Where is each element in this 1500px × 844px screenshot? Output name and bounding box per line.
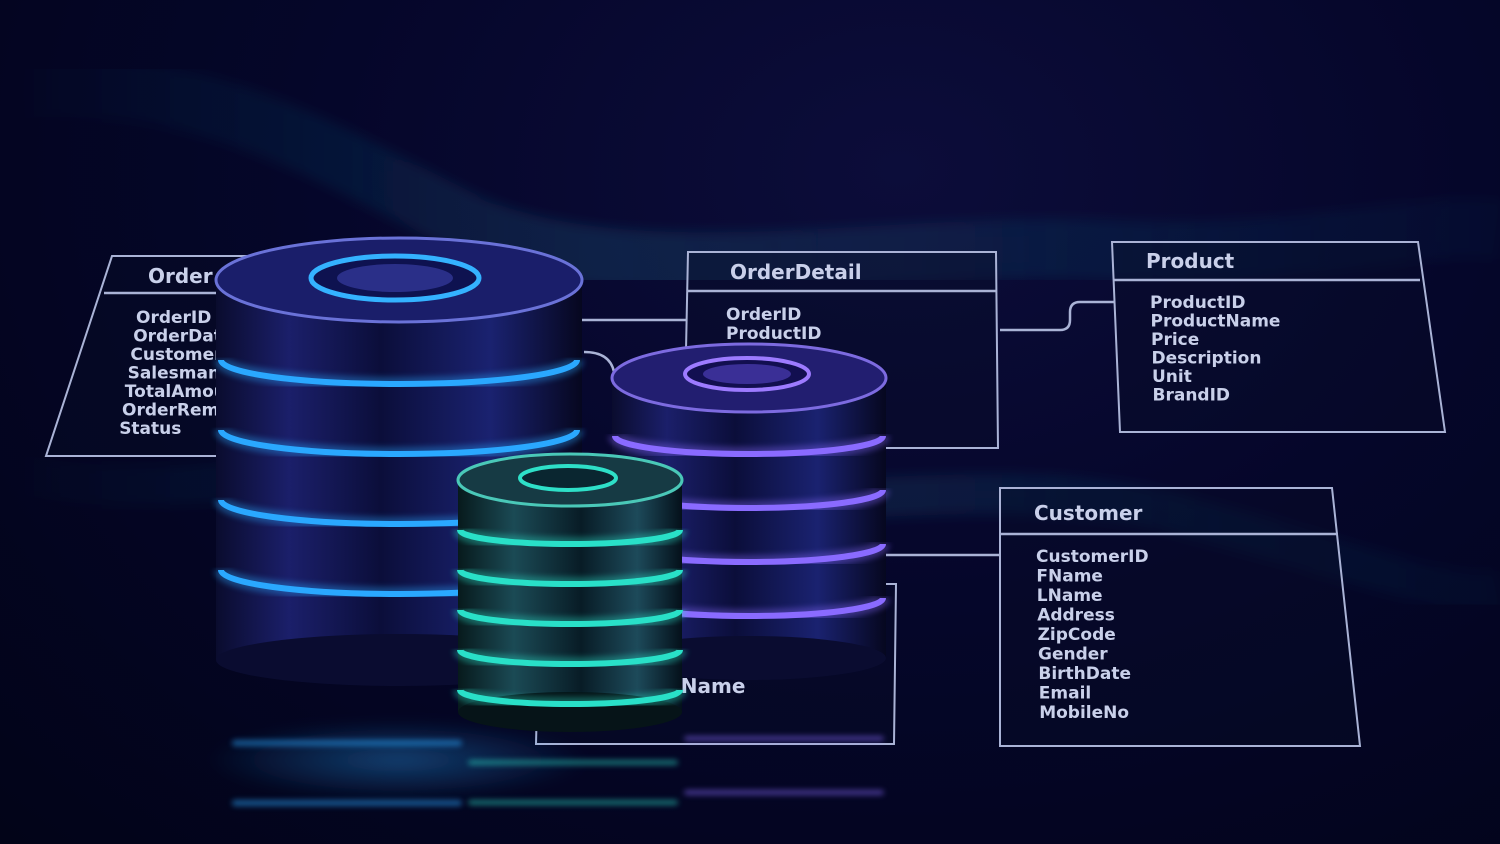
cylinder-reflections	[232, 736, 884, 806]
orderdetail-field: OrderID	[726, 305, 801, 325]
medium-cylinder-ring	[612, 435, 886, 457]
ring-reflection	[684, 790, 884, 795]
product-field: Unit	[1152, 367, 1192, 387]
large-cylinder-ring	[218, 429, 580, 457]
ring-reflection	[468, 800, 678, 805]
database-cylinder-small	[453, 452, 687, 732]
order-field: OrderDate	[133, 327, 233, 347]
order-field: SalesmanID	[128, 364, 241, 384]
order-field: OrderID	[136, 308, 211, 328]
customer-field: BirthDate	[1038, 664, 1131, 684]
customer-field: MobileNo	[1039, 703, 1129, 723]
small-cylinder-ring	[457, 529, 683, 547]
order-field: TotalAmount	[125, 382, 246, 402]
order-table-title: Order	[148, 264, 213, 288]
customer-field: ZipCode	[1038, 625, 1116, 645]
customer-table-title: Customer	[1034, 501, 1143, 525]
product-table: Product ProductIDProductNamePriceDescrip…	[1110, 241, 1447, 433]
customer-field: FName	[1036, 567, 1103, 587]
product-field: ProductName	[1151, 312, 1281, 332]
customer-field: Gender	[1038, 645, 1108, 665]
customer-field: CustomerID	[1036, 547, 1149, 567]
small-cylinder-ring	[457, 569, 683, 587]
ring-reflection	[468, 760, 678, 765]
product-field: ProductID	[1150, 293, 1245, 313]
customer-field: LName	[1037, 586, 1103, 606]
ring-reflection	[232, 800, 462, 806]
product-field: BrandID	[1153, 386, 1231, 406]
orderdetail-field: ProductID	[726, 324, 821, 344]
customer-field: Email	[1039, 684, 1091, 704]
product-table-title: Product	[1146, 249, 1235, 273]
small-cylinder-ring	[457, 689, 683, 707]
ring-reflection	[684, 736, 884, 741]
large-cylinder-ring	[218, 359, 580, 387]
orderdetail-table-title: OrderDetail	[730, 260, 862, 284]
small-cylinder-ring	[457, 649, 683, 667]
order-field: Status	[119, 419, 181, 439]
relationship-lines	[582, 300, 1114, 557]
customer-field: Address	[1037, 606, 1115, 626]
product-field: Price	[1151, 330, 1199, 350]
ring-reflection	[232, 740, 462, 746]
small-cylinder-ring	[457, 609, 683, 627]
product-field: Description	[1152, 349, 1262, 369]
customer-table: Customer CustomerIDFNameLNameAddressZipC…	[999, 487, 1362, 747]
